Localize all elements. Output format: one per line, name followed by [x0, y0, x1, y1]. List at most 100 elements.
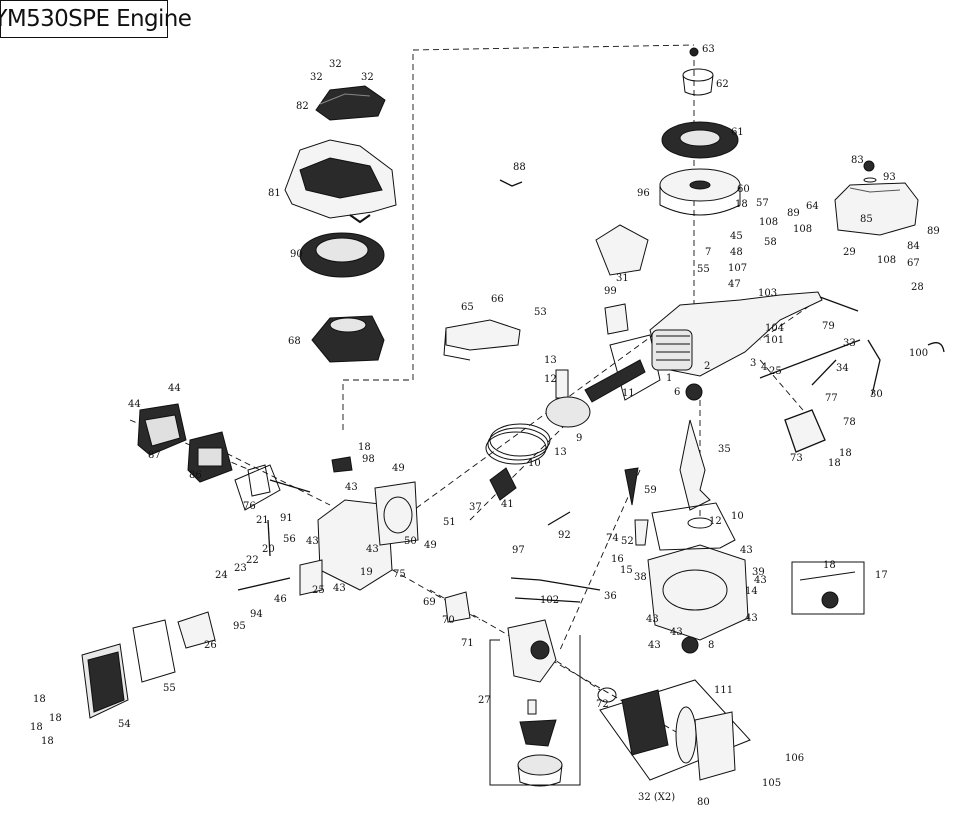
part-callout-108: 108 — [793, 224, 812, 235]
part-callout-23: 23 — [234, 563, 247, 574]
part-callout-101: 101 — [765, 335, 784, 346]
part-callout-81: 81 — [268, 188, 281, 199]
part-callout-61: 61 — [731, 127, 744, 138]
part-callout-16: 16 — [611, 554, 624, 565]
part-callout-1: 1 — [666, 373, 672, 384]
part-callout-56: 56 — [283, 534, 296, 545]
fuel-tank — [834, 160, 919, 236]
diagram-title: HYM530SPE Engine — [0, 0, 192, 38]
part-callout-24: 24 — [215, 570, 228, 581]
part-callout-90: 90 — [290, 249, 303, 260]
part-callout-17: 17 — [875, 570, 888, 581]
part-callout-18: 18 — [30, 722, 43, 733]
part-callout-30: 30 — [870, 389, 883, 400]
part-callout-45: 45 — [730, 231, 743, 242]
crankcase — [647, 502, 856, 654]
part-callout-55: 55 — [697, 264, 710, 275]
part-callout-3: 3 — [750, 358, 756, 369]
part-callout-105: 105 — [762, 778, 781, 789]
part-callout-53: 53 — [534, 307, 547, 318]
part-callout-96: 96 — [637, 188, 650, 199]
part-callout-78: 78 — [843, 417, 856, 428]
part-callout-43: 43 — [345, 482, 358, 493]
part-callout-67: 67 — [907, 258, 920, 269]
part-callout-8: 8 — [708, 640, 714, 651]
part-callout-18: 18 — [41, 736, 54, 747]
part-callout-31: 31 — [616, 273, 629, 284]
part-callout-72: 72 — [596, 699, 609, 710]
part-callout-98: 98 — [362, 454, 375, 465]
part-callout-77: 77 — [825, 393, 838, 404]
part-callout-43: 43 — [745, 613, 758, 624]
part-callout-47: 47 — [728, 279, 741, 290]
part-callout-88: 88 — [513, 162, 526, 173]
part-callout-25: 25 — [312, 585, 325, 596]
part-callout-10: 10 — [731, 511, 744, 522]
part-callout-25: 25 — [769, 366, 782, 377]
part-callout-43: 43 — [740, 545, 753, 556]
part-callout-39: 39 — [752, 567, 765, 578]
part-callout-85: 85 — [860, 214, 873, 225]
part-callout-64: 64 — [806, 201, 819, 212]
part-callout-43: 43 — [366, 544, 379, 555]
intake-parts — [597, 687, 736, 781]
cylinder-head — [299, 456, 419, 596]
part-callout-13: 13 — [554, 447, 567, 458]
part-callout-15: 15 — [620, 565, 633, 576]
part-callout-92: 92 — [558, 530, 571, 541]
part-callout-18: 18 — [33, 694, 46, 705]
part-callout-12: 12 — [544, 374, 557, 385]
part-callout-44: 44 — [168, 383, 181, 394]
part-callout-18: 18 — [358, 442, 371, 453]
part-callout-93: 93 — [883, 172, 896, 183]
part-callout-79: 79 — [822, 321, 835, 332]
piston-crank-parts — [485, 359, 713, 546]
part-callout-107: 107 — [728, 263, 747, 274]
part-callout-46: 46 — [274, 594, 287, 605]
linkage-parts — [237, 179, 945, 603]
part-callout-55: 55 — [163, 683, 176, 694]
part-callout-89: 89 — [927, 226, 940, 237]
part-callout-73: 73 — [790, 453, 803, 464]
part-callout-18: 18 — [49, 713, 62, 724]
part-callout-32-X2: 32 (X2) — [638, 792, 675, 803]
part-callout-14: 14 — [745, 586, 758, 597]
part-callout-38: 38 — [634, 572, 647, 583]
part-callout-103: 103 — [758, 288, 777, 299]
part-callout-9: 9 — [576, 433, 582, 444]
part-callout-80: 80 — [697, 797, 710, 808]
part-callout-69: 69 — [423, 597, 436, 608]
part-callout-11: 11 — [622, 388, 635, 399]
part-callout-54: 54 — [118, 719, 131, 730]
part-callout-48: 48 — [730, 247, 743, 258]
engine-cover-stack — [284, 85, 397, 363]
part-callout-20: 20 — [262, 544, 275, 555]
part-callout-68: 68 — [288, 336, 301, 347]
flywheel-stack — [659, 47, 741, 216]
part-callout-63: 63 — [702, 44, 715, 55]
part-callout-50: 50 — [404, 536, 417, 547]
part-callout-43: 43 — [306, 536, 319, 547]
part-callout-99: 99 — [604, 286, 617, 297]
part-callout-7: 7 — [705, 247, 711, 258]
part-callout-52: 52 — [621, 536, 634, 547]
part-callout-21: 21 — [256, 515, 269, 526]
part-callout-43: 43 — [670, 627, 683, 638]
part-callout-74: 74 — [606, 533, 619, 544]
part-callout-49: 49 — [392, 463, 405, 474]
part-callout-26: 26 — [204, 640, 217, 651]
part-callout-108: 108 — [877, 255, 896, 266]
part-callout-2: 2 — [704, 361, 710, 372]
part-callout-108: 108 — [759, 217, 778, 228]
part-callout-33: 33 — [843, 338, 856, 349]
part-callout-4: 4 — [761, 362, 767, 373]
part-callout-62: 62 — [716, 79, 729, 90]
part-callout-44: 44 — [128, 399, 141, 410]
part-callout-43: 43 — [754, 575, 767, 586]
part-callout-82: 82 — [296, 101, 309, 112]
part-callout-32: 32 — [329, 59, 342, 70]
part-callout-95: 95 — [233, 621, 246, 632]
part-callout-84: 84 — [907, 241, 920, 252]
part-callout-43: 43 — [646, 614, 659, 625]
